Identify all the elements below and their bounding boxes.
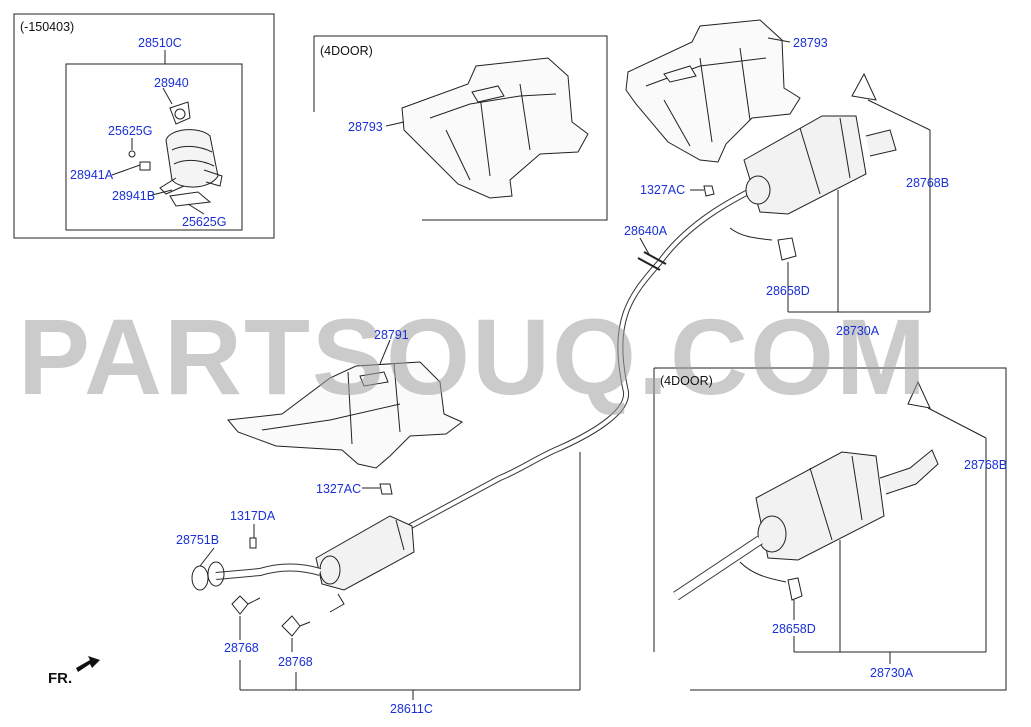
part-label-28658D-top[interactable]: 28658D (766, 284, 810, 298)
part-label-28510C[interactable]: 28510C (138, 36, 182, 50)
rear-muffler-bottom (755, 449, 939, 561)
part-label-28791[interactable]: 28791 (374, 328, 409, 342)
variant-label-top-middle: (4DOOR) (320, 44, 373, 58)
part-label-28768B-bottom[interactable]: 28768B (964, 458, 1008, 472)
watermark: PARTSOUQ.COM (18, 296, 928, 417)
hanger-28768-a (231, 595, 249, 615)
front-arrow-icon (76, 656, 100, 672)
part-label-25625G-a[interactable]: 25625G (108, 124, 153, 138)
part-label-28768-b[interactable]: 28768 (278, 655, 313, 669)
catalytic-converter-subframe (65, 63, 243, 231)
part-label-28793-top[interactable]: 28793 (793, 36, 828, 50)
part-label-1317DA[interactable]: 1317DA (230, 509, 276, 523)
heat-shield-28793-4door (401, 57, 589, 199)
variant-label-bottom-right: (4DOOR) (660, 374, 713, 388)
part-label-28768-a[interactable]: 28768 (224, 641, 259, 655)
catalytic-converter-part (128, 101, 223, 207)
gasket-28751B (191, 565, 209, 591)
part-label-28940[interactable]: 28940 (154, 76, 189, 90)
part-label-1327AC-top[interactable]: 1327AC (640, 183, 686, 197)
heat-shield-28793-top (625, 19, 801, 163)
part-label-28793-4door[interactable]: 28793 (348, 120, 383, 134)
part-label-28730A-top[interactable]: 28730A (836, 324, 880, 338)
part-label-28768B-top[interactable]: 28768B (906, 176, 950, 190)
part-label-28640A[interactable]: 28640A (624, 224, 668, 238)
part-label-28611C[interactable]: 28611C (390, 702, 433, 716)
part-label-28658D-bottom[interactable]: 28658D (772, 622, 816, 636)
part-label-28941B[interactable]: 28941B (112, 189, 156, 203)
part-label-1327AC-middle[interactable]: 1327AC (316, 482, 362, 496)
variant-label-top-left: (-150403) (20, 20, 75, 34)
center-muffler (315, 515, 415, 591)
front-direction-label: FR. (48, 670, 73, 687)
rear-muffler-top (743, 115, 897, 215)
part-label-28751B[interactable]: 28751B (176, 533, 220, 547)
hanger-28768-b (281, 615, 301, 637)
part-label-28730A-bottom[interactable]: 28730A (870, 666, 914, 680)
part-label-25625G-b[interactable]: 25625G (182, 215, 227, 229)
heat-shield-28791 (227, 361, 463, 469)
part-label-28941A[interactable]: 28941A (70, 168, 114, 182)
catalytic-converter-inset-frame (13, 13, 275, 239)
